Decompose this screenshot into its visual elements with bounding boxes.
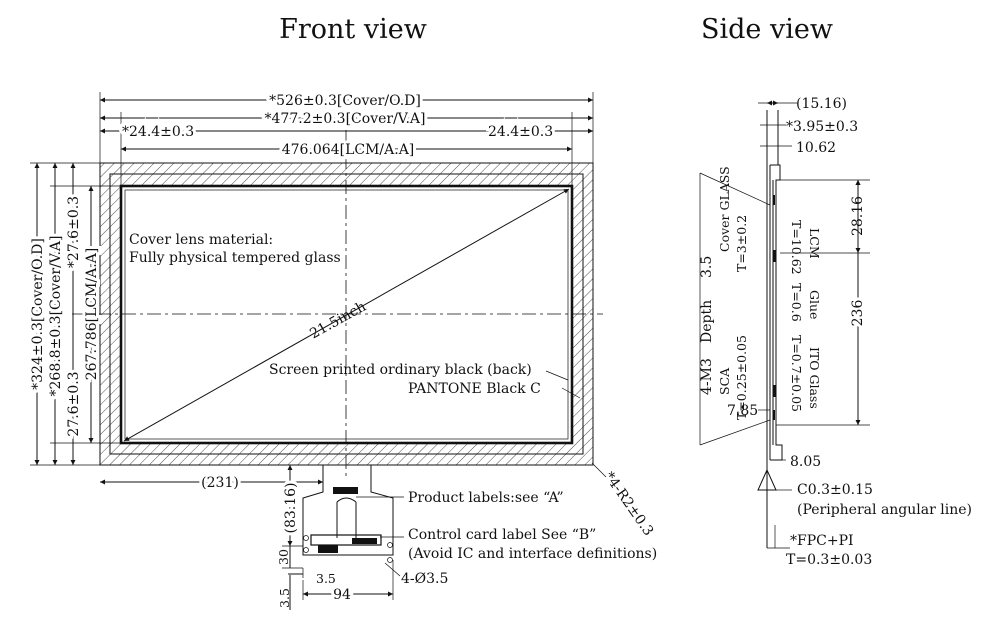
side-view: (15.16) *3.95±0.3 10.62 28.16 236 7.85 8… — [699, 96, 972, 568]
cover-glass-thickness: T=3±0.2 — [734, 215, 749, 272]
chamfer-note: (Peripheral angular line) — [797, 502, 972, 518]
lcm-label: LCM — [807, 228, 822, 259]
avoid-ic-note: (Avoid IC and interface definitions) — [408, 546, 657, 562]
dim-30: 30 — [276, 549, 291, 565]
dim-3-5-horizontal: 3.5 — [316, 571, 336, 586]
glue-label: Glue — [807, 290, 822, 319]
dim-cover-od-width: *526±0.3[Cover/O.D] — [269, 93, 421, 109]
product-label-a — [333, 487, 358, 494]
cover-lens-label: Cover lens material: — [129, 232, 273, 248]
m3-screw-label: 4-M3 — [699, 358, 715, 395]
print-color: PANTONE Black C — [408, 381, 541, 397]
front-view: *526±0.3[Cover/O.D] *477.2±0.3[Cover/V.A… — [27, 90, 657, 610]
dim-cover-od-height: *324±0.3[Cover/O.D] — [30, 238, 46, 390]
dim-fpc-length: (83.16) — [283, 482, 299, 533]
corner-radius-note: *4-R2±0.3 — [601, 469, 657, 539]
glue-thickness: T=0.6 — [789, 283, 804, 322]
control-card-label-note: Control card label See “B” — [408, 527, 596, 543]
dim-right-margin: 24.4±0.3 — [488, 124, 553, 140]
dim-left-margin: *24.4±0.3 — [122, 124, 194, 140]
fpc-pi-label: *FPC+PI — [790, 533, 854, 549]
side-dim-3-95: *3.95±0.3 — [786, 119, 858, 135]
dim-3-5-vertical: 3.5 — [277, 588, 292, 608]
sca-thickness: T=0.25±0.05 — [734, 335, 749, 420]
lcm-thickness: T=10.62 — [789, 220, 804, 275]
dim-lcm-aa-height: 267.786[LCM/A.A] — [84, 248, 100, 381]
dim-cover-va-width: *477.2±0.3[Cover/V.A] — [265, 111, 426, 127]
sca-label: SCA — [717, 367, 732, 395]
fpc-thickness: T=0.3±0.03 — [786, 552, 872, 568]
ito-label: ITO Glass — [807, 347, 822, 409]
product-label-note: Product labels:see “A” — [408, 490, 564, 506]
ito-thickness: T=0.7±0.05 — [789, 335, 804, 412]
fpc-tail — [302, 465, 394, 563]
dim-top-margin: *27.6±0.3 — [66, 196, 82, 268]
side-dim-8-05: 8.05 — [790, 454, 821, 470]
chamfer-value: C0.3±0.15 — [797, 482, 873, 498]
depth-label: Depth — [699, 300, 715, 343]
dim-mounting-holes: 4-Ø3.5 — [401, 571, 448, 587]
side-dim-236: 236 — [850, 300, 866, 327]
side-view-title: Side view — [701, 14, 833, 45]
diagonal-size: 21.5inch — [307, 299, 369, 343]
view-area — [119, 184, 574, 445]
cover-lens-material: Fully physical tempered glass — [129, 250, 341, 266]
print-note: Screen printed ordinary black (back) — [269, 362, 532, 378]
dim-bottom-margin: 27.6±0.3 — [66, 371, 82, 436]
dim-fpc-offset: (231) — [201, 475, 239, 491]
dim-94: 94 — [333, 587, 351, 603]
cover-glass-label: Cover GLASS — [717, 166, 732, 252]
side-dim-10-62: 10.62 — [796, 140, 836, 156]
dim-cover-va-height: *268.8±0.3[Cover/V.A] — [48, 236, 64, 397]
diagonal-line — [123, 188, 570, 442]
dim-lcm-aa-width: 476.064[LCM/A.A] — [282, 142, 415, 158]
depth-value: 3.5 — [699, 256, 715, 278]
side-dim-15-16: (15.16) — [796, 96, 847, 112]
side-dim-7-85: 7.85 — [727, 403, 758, 419]
front-view-title: Front view — [279, 14, 427, 45]
